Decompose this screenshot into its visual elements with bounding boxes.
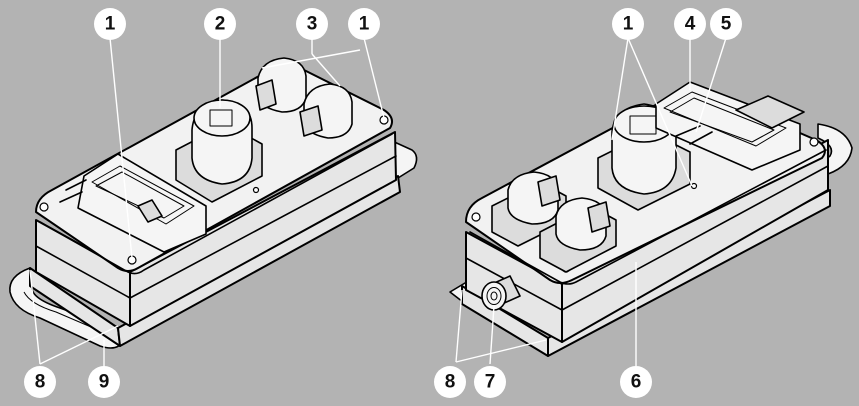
svg-text:1: 1 [105, 14, 116, 35]
callout-right-1: 1 [612, 8, 644, 40]
callout-left-1: 1 [94, 8, 126, 40]
callout-right-7: 7 [474, 366, 506, 398]
cable-gland [481, 281, 507, 311]
callout-right-5: 5 [710, 8, 742, 40]
callouts: 1 2 3 1 8 9 1 4 [24, 8, 742, 398]
left-housing-side [129, 131, 397, 327]
svg-text:1: 1 [359, 14, 370, 35]
svg-text:9: 9 [99, 372, 110, 393]
callout-right-6: 6 [620, 366, 652, 398]
callout-right-8: 8 [434, 366, 466, 398]
callout-right-4: 4 [674, 8, 706, 40]
svg-text:6: 6 [631, 372, 642, 393]
svg-text:2: 2 [215, 14, 226, 35]
left-socket-box [9, 57, 418, 349]
svg-text:4: 4 [685, 14, 696, 35]
svg-text:3: 3 [307, 14, 318, 35]
leader-lines [29, 37, 727, 368]
svg-text:8: 8 [35, 372, 46, 393]
callout-left-2: 2 [204, 8, 236, 40]
right-socket-box [449, 81, 853, 357]
svg-text:7: 7 [485, 372, 496, 393]
callout-left-1b: 1 [348, 8, 380, 40]
callout-left-9: 9 [88, 366, 120, 398]
callout-left-3: 3 [296, 8, 328, 40]
svg-text:5: 5 [721, 14, 732, 35]
svg-text:8: 8 [445, 372, 456, 393]
svg-text:1: 1 [623, 14, 634, 35]
callout-left-8: 8 [24, 366, 56, 398]
right-handle [811, 123, 853, 175]
